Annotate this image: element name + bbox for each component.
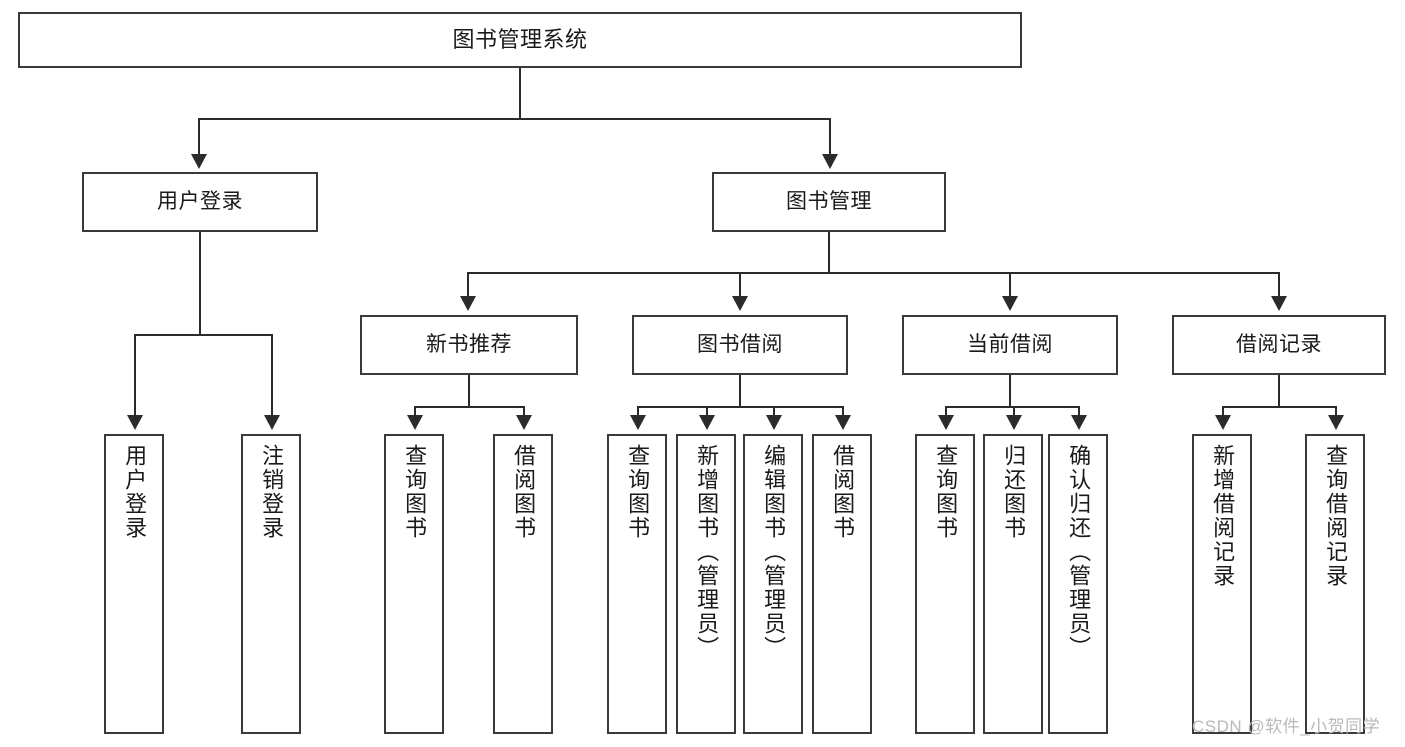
- connector-book-borrow-drop-2: [706, 406, 708, 418]
- node-label: 借阅图书: [830, 444, 856, 540]
- node-label: 确认归还（管理员）: [1066, 444, 1092, 660]
- connector-borrow-record-drop-2: [1335, 406, 1337, 418]
- leaf-book-borrow-add-book-admin[interactable]: 新增图书（管理员）: [676, 434, 736, 734]
- leaf-current-borrow-query-book[interactable]: 查询图书: [915, 434, 975, 734]
- connector-book-mgmt-drop-2: [739, 272, 741, 298]
- arrowhead-book-borrow-leaf-4: [835, 415, 851, 430]
- connector-user-login-drop-2: [271, 334, 273, 418]
- connector-user-login-drop-1: [134, 334, 136, 418]
- connector-new-book-bar: [414, 406, 524, 408]
- connector-new-book-stem: [468, 375, 470, 408]
- connector-user-login-bar: [134, 334, 272, 336]
- node-current-borrow[interactable]: 当前借阅: [902, 315, 1118, 375]
- arrowhead-book-borrow-leaf-1: [630, 415, 646, 430]
- connector-current-borrow-drop-1: [945, 406, 947, 418]
- arrowhead-user-login-leaf-1: [127, 415, 143, 430]
- arrowhead-book-mgmt-child-3: [1002, 296, 1018, 311]
- node-label: 图书管理系统: [452, 27, 588, 53]
- connector-new-book-drop-1: [414, 406, 416, 418]
- node-label: 图书借阅: [697, 332, 783, 356]
- leaf-borrow-record-add-record[interactable]: 新增借阅记录: [1192, 434, 1252, 734]
- node-user-login[interactable]: 用户登录: [82, 172, 318, 232]
- connector-root-stem: [519, 68, 521, 119]
- arrowhead-current-borrow-leaf-1: [938, 415, 954, 430]
- node-label: 用户登录: [122, 444, 148, 540]
- connector-book-mgmt-bar: [467, 272, 1279, 274]
- connector-current-borrow-stem: [1009, 375, 1011, 408]
- arrowhead-book-borrow-leaf-3: [766, 415, 782, 430]
- arrowhead-book-borrow-leaf-2: [699, 415, 715, 430]
- arrowhead-root-to-book-mgmt: [822, 154, 838, 169]
- connector-root-to-user-login: [198, 118, 200, 156]
- arrowhead-new-book-leaf-2: [516, 415, 532, 430]
- connector-current-borrow-bar: [945, 406, 1079, 408]
- connector-book-mgmt-drop-3: [1009, 272, 1011, 298]
- node-label: 新书推荐: [426, 332, 512, 356]
- connector-borrow-record-bar: [1222, 406, 1336, 408]
- leaf-current-borrow-confirm-return-admin[interactable]: 确认归还（管理员）: [1048, 434, 1108, 734]
- arrowhead-book-mgmt-child-4: [1271, 296, 1287, 311]
- leaf-book-borrow-query-book[interactable]: 查询图书: [607, 434, 667, 734]
- node-label: 查询图书: [625, 444, 651, 540]
- node-root-system[interactable]: 图书管理系统: [18, 12, 1022, 68]
- arrowhead-book-mgmt-child-1: [460, 296, 476, 311]
- arrowhead-user-login-leaf-2: [264, 415, 280, 430]
- arrowhead-borrow-record-leaf-1: [1215, 415, 1231, 430]
- node-label: 新增图书（管理员）: [694, 444, 720, 660]
- csdn-watermark: CSDN @软件_小贺同学: [1192, 717, 1381, 736]
- node-book-borrow[interactable]: 图书借阅: [632, 315, 848, 375]
- connector-root-to-book-mgmt: [829, 118, 831, 156]
- leaf-user-login-logout[interactable]: 注销登录: [241, 434, 301, 734]
- node-book-management[interactable]: 图书管理: [712, 172, 946, 232]
- node-label: 查询图书: [402, 444, 428, 540]
- connector-borrow-record-drop-1: [1222, 406, 1224, 418]
- connector-book-mgmt-stem: [828, 232, 830, 274]
- node-borrow-record[interactable]: 借阅记录: [1172, 315, 1386, 375]
- node-label: 归还图书: [1001, 444, 1027, 540]
- arrowhead-book-mgmt-child-2: [732, 296, 748, 311]
- connector-book-borrow-drop-1: [637, 406, 639, 418]
- connector-book-mgmt-drop-1: [467, 272, 469, 298]
- leaf-current-borrow-return-book[interactable]: 归还图书: [983, 434, 1043, 734]
- node-label: 借阅记录: [1236, 332, 1322, 356]
- node-label: 查询图书: [933, 444, 959, 540]
- connector-current-borrow-drop-2: [1013, 406, 1015, 418]
- leaf-new-book-borrow-book[interactable]: 借阅图书: [493, 434, 553, 734]
- node-label: 注销登录: [259, 444, 285, 540]
- node-label: 查询借阅记录: [1323, 444, 1349, 588]
- connector-book-borrow-drop-4: [842, 406, 844, 418]
- leaf-book-borrow-borrow-book[interactable]: 借阅图书: [812, 434, 872, 734]
- connector-new-book-drop-2: [523, 406, 525, 418]
- connector-user-login-stem: [199, 232, 201, 335]
- connector-book-borrow-stem: [739, 375, 741, 408]
- node-label: 借阅图书: [511, 444, 537, 540]
- node-label: 用户登录: [157, 189, 243, 213]
- leaf-user-login-login[interactable]: 用户登录: [104, 434, 164, 734]
- arrowhead-root-to-user-login: [191, 154, 207, 169]
- node-new-book-recommend[interactable]: 新书推荐: [360, 315, 578, 375]
- arrowhead-borrow-record-leaf-2: [1328, 415, 1344, 430]
- arrowhead-current-borrow-leaf-3: [1071, 415, 1087, 430]
- leaf-new-book-query-book[interactable]: 查询图书: [384, 434, 444, 734]
- connector-book-borrow-bar: [637, 406, 843, 408]
- connector-root-bar: [198, 118, 831, 120]
- connector-book-borrow-drop-3: [773, 406, 775, 418]
- connector-borrow-record-stem: [1278, 375, 1280, 408]
- leaf-book-borrow-edit-book-admin[interactable]: 编辑图书（管理员）: [743, 434, 803, 734]
- arrowhead-current-borrow-leaf-2: [1006, 415, 1022, 430]
- arrowhead-new-book-leaf-1: [407, 415, 423, 430]
- node-label: 图书管理: [786, 189, 872, 213]
- connector-book-mgmt-drop-4: [1278, 272, 1280, 298]
- node-label: 新增借阅记录: [1210, 444, 1236, 588]
- node-label: 编辑图书（管理员）: [761, 444, 787, 660]
- node-label: 当前借阅: [967, 332, 1053, 356]
- leaf-borrow-record-query-record[interactable]: 查询借阅记录: [1305, 434, 1365, 734]
- connector-current-borrow-drop-3: [1078, 406, 1080, 418]
